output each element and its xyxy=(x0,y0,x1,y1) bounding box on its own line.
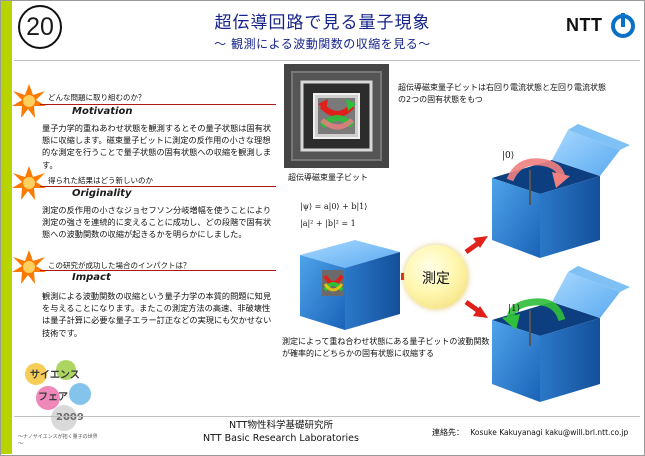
org-japanese: NTT物性科学基礎研究所 xyxy=(228,420,334,431)
motivation-heading: Motivation xyxy=(72,106,133,117)
page-title: 超伝導回路で見る量子現象 ～ 観測による波動関数の収縮を見る～ xyxy=(0,8,645,52)
measurement-node: 測定 xyxy=(404,245,468,309)
contact-info: 連絡先： Kosuke Kakuyanagi kaku@will.brl.ntt… xyxy=(432,427,628,438)
footer-divider xyxy=(14,416,640,417)
science-fair-logo-image xyxy=(25,360,91,431)
impact-heading: Impact xyxy=(72,272,111,283)
contact-value[interactable]: Kosuke Kakuyanagi kaku@will.brl.ntt.co.j… xyxy=(470,428,629,437)
norm-formula: |a|² + |b|² = 1 xyxy=(300,219,356,228)
originality-heading: Originality xyxy=(72,188,132,199)
ntt-logo-icon xyxy=(611,13,635,38)
science-fair-logo-tagline: ～ナノサイエンスが拓く量子の世界～ xyxy=(18,434,98,447)
title-main: 超伝導回路で見る量子現象 xyxy=(214,13,431,33)
science-fair-logo-title: サイエンス xyxy=(30,370,80,381)
qubit-micrograph-image xyxy=(284,64,389,168)
starburst-icon xyxy=(12,166,46,200)
starburst-icon xyxy=(12,84,46,118)
ntt-logo: NTT xyxy=(566,13,636,39)
org-english: NTT Basic Research Laboratories xyxy=(203,433,359,444)
accent-bar xyxy=(1,1,12,454)
qubit-micrograph xyxy=(284,64,389,168)
panel-number-badge: 20 xyxy=(18,5,62,49)
bottom-note: 測定によって重ね合わせ状態にある量子ビットの波動関数が確率的にどちらかの固有状態… xyxy=(282,337,490,358)
science-fair-logo-fair: フェア xyxy=(38,392,68,403)
top-note: 超伝導磁束量子ビットは右回り電流状態と左回り電流状態の2つの固有状態をもつ xyxy=(398,83,606,104)
footer-organization: NTT物性科学基礎研究所 NTT Basic Research Laborato… xyxy=(186,419,376,445)
ket-zero-label: |0⟩ xyxy=(502,151,515,161)
impact-rule xyxy=(40,270,276,271)
ket-one-label: |1⟩ xyxy=(508,304,521,314)
state-formula: |ψ⟩ = a|0⟩ + b|1⟩ xyxy=(300,202,368,211)
title-sub: ～ 観測による波動関数の収縮を見る～ xyxy=(214,37,431,51)
motivation-rule xyxy=(40,104,276,105)
impact-question: この研究が成功した場合のインパクトは？ xyxy=(48,261,191,270)
measurement-label: 測定 xyxy=(422,271,450,287)
contact-label: 連絡先： xyxy=(432,428,464,437)
science-fair-logo-year: 2009 xyxy=(56,412,84,423)
originality-question: 得られた結果はどう新しいのか xyxy=(48,176,153,185)
ntt-logo-text: NTT xyxy=(566,15,603,35)
impact-body: 観測による波動関数の収縮という量子力学の本質的問題に知見を与えることになります。… xyxy=(42,291,272,338)
header-divider xyxy=(14,60,640,61)
originality-body: 測定の反作用の小さなジョセフソン分岐増幅を使うことにより測定の強さを連続的に変え… xyxy=(42,205,272,240)
micrograph-caption: 超伝導磁束量子ビット xyxy=(288,173,368,182)
motivation-question: どんな問題に取り組むのか？ xyxy=(48,93,146,102)
starburst-icon xyxy=(12,250,46,284)
motivation-body: 量子力学的重ねあわせ状態を観測するとその量子状態は固有状態に収縮します。磁束量子… xyxy=(42,123,272,170)
science-fair-logo: サイエンス フェア 2009 ～ナノサイエンスが拓く量子の世界～ xyxy=(18,354,102,450)
originality-rule xyxy=(40,186,276,187)
